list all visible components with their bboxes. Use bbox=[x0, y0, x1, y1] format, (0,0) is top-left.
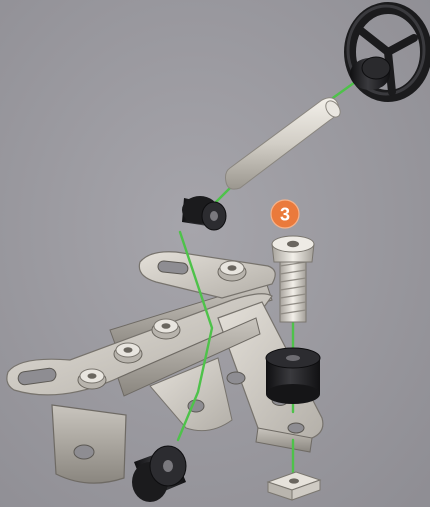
bolt-head bbox=[78, 369, 106, 389]
step-number: 3 bbox=[280, 205, 290, 225]
step-badge: 3 bbox=[271, 200, 299, 228]
bolt-head bbox=[114, 343, 142, 363]
bolt-head bbox=[152, 319, 180, 339]
bolt-head bbox=[218, 261, 246, 281]
rubber-spacer bbox=[266, 348, 320, 404]
